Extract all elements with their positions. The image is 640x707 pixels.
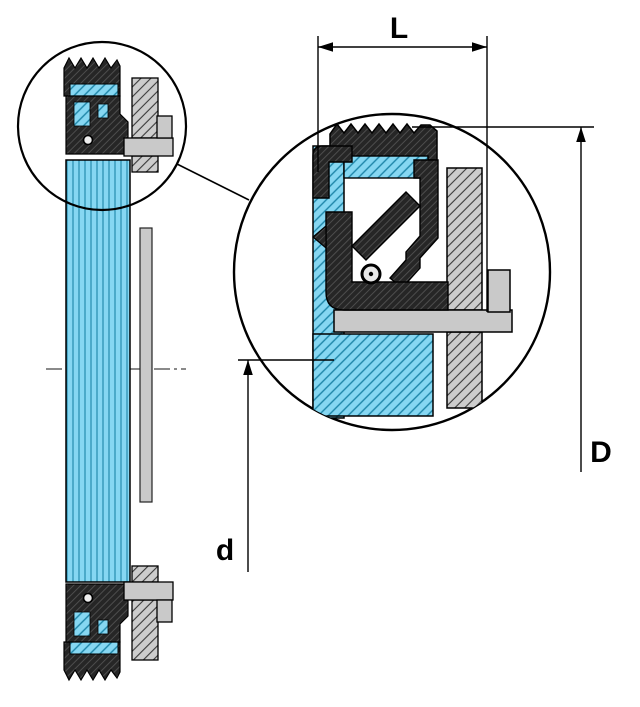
dim-d-arrow	[243, 360, 253, 375]
dimension-label-outer-diameter: D	[590, 436, 612, 469]
housing-hatched-upper-2	[131, 155, 159, 173]
garter-spring-bottom	[82, 592, 94, 604]
housing-hatched-lower	[131, 599, 159, 661]
section-view	[46, 56, 186, 682]
detail-leader-line	[176, 163, 250, 201]
slinger-upright-top	[156, 115, 173, 139]
detail-slinger-upright	[487, 269, 511, 313]
dimension-D	[412, 126, 594, 472]
lower-seal-section	[63, 565, 174, 682]
housing-strip	[139, 227, 153, 503]
detail-secondary-lip	[351, 191, 421, 261]
metal-insert-bottom-b	[97, 619, 109, 635]
shaft-sleeve-column	[65, 159, 131, 583]
detail-sleeve-flange	[312, 333, 434, 417]
dimension-label-width: L	[390, 12, 408, 45]
metal-case-band-top	[69, 83, 119, 97]
detail-sealing-lip	[312, 224, 327, 250]
metal-insert-top-a	[73, 101, 91, 127]
metal-insert-bottom-a	[73, 611, 91, 637]
dim-L-arrow-left	[318, 42, 333, 52]
dimension-L	[317, 36, 488, 312]
detail-source-circle	[16, 40, 188, 212]
slinger-arm-bottom	[123, 581, 174, 601]
metal-insert-top-b	[97, 103, 109, 119]
detail-view	[312, 122, 513, 419]
detail-garter-spring-center	[368, 271, 374, 277]
metal-case-band-bottom	[69, 641, 119, 655]
detail-rubber-outer-shell	[388, 159, 439, 289]
detail-rubber-corrugated-od	[329, 122, 438, 161]
dim-D-arrow	[576, 127, 586, 142]
slinger-upright-bottom	[156, 599, 173, 623]
dimension-label-inner-diameter: d	[216, 534, 234, 567]
detail-housing-upper	[446, 167, 483, 311]
housing-hatched-lower-2	[131, 565, 159, 583]
garter-spring-top	[82, 134, 94, 146]
detail-rubber-hook	[312, 145, 353, 199]
housing-hatched-upper	[131, 77, 159, 139]
detail-rubber-l-profile	[325, 211, 449, 311]
upper-seal-section	[63, 56, 174, 173]
detail-slinger-arm	[333, 309, 513, 333]
slinger-arm-top	[123, 137, 174, 157]
dimension-d	[238, 359, 334, 572]
detail-housing-lower	[446, 331, 483, 409]
dim-L-arrow-right	[472, 42, 487, 52]
